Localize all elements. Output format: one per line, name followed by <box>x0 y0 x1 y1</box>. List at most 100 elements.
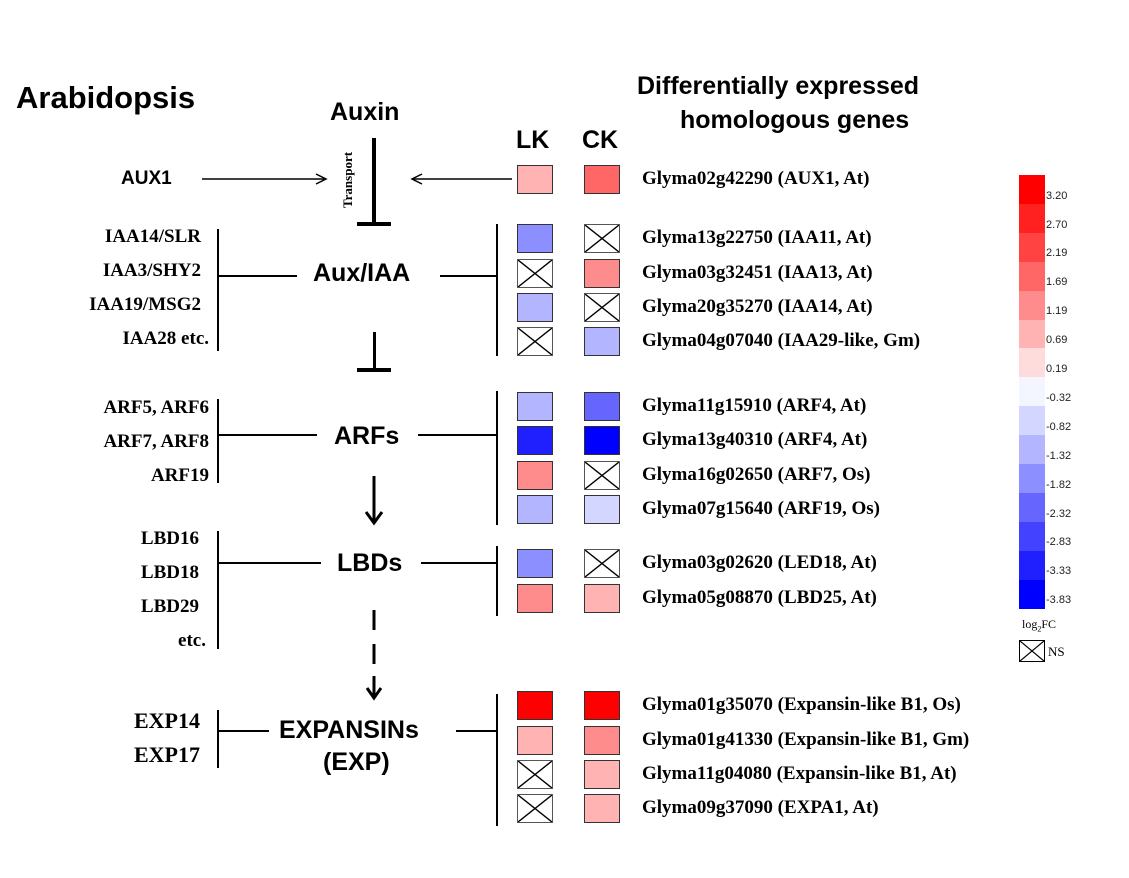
gene-label: Glyma04g07040 (IAA29-like, Gm) <box>642 330 921 351</box>
gene-label: Glyma03g32451 (IAA13, At) <box>642 262 873 283</box>
legend-swatch <box>1019 579 1045 610</box>
heatmap-cell-ck <box>584 691 620 720</box>
gene-label: Glyma13g22750 (IAA11, At) <box>642 227 872 248</box>
auxiaa-right-connector <box>440 275 498 277</box>
legend-ns-swatch <box>1019 640 1045 662</box>
auxiaa-inhibit-stem <box>373 332 376 370</box>
ns-cross-icon <box>518 328 552 355</box>
auxiaa-member: IAA28 etc. <box>122 328 209 349</box>
transport-bar <box>372 138 376 224</box>
legend-tick-label: -2.83 <box>1046 536 1072 549</box>
heatmap-cell-lk <box>517 259 553 288</box>
legend-tick-label: 0.19 <box>1046 363 1068 376</box>
gene-label: Glyma16g02650 (ARF7, Os) <box>642 464 871 485</box>
gene-label: Glyma13g40310 (ARF4, At) <box>642 429 868 450</box>
lbds-member: LBD18 <box>140 562 199 583</box>
lbds-label: LBDs <box>337 549 403 577</box>
gene-label: Glyma05g08870 (LBD25, At) <box>642 587 877 608</box>
arfs-to-lbds-arrow <box>364 476 384 526</box>
gene-label: Glyma20g35270 (IAA14, At) <box>642 296 873 317</box>
legend-tick-label: 2.19 <box>1046 247 1068 260</box>
ns-cross-icon <box>518 761 552 788</box>
legend-swatch <box>1019 290 1045 321</box>
heatmap-cell-lk <box>517 392 553 421</box>
heatmap-cell-ck <box>584 426 620 455</box>
aux1-arrow-right <box>202 173 328 185</box>
lbds-left-connector <box>217 562 321 564</box>
expansins-member: EXP17 <box>134 742 200 767</box>
expansins-right-bracket <box>496 694 498 826</box>
legend-swatch <box>1019 377 1045 407</box>
legend-tick-label: -0.32 <box>1046 391 1072 404</box>
diagram-title: Arabidopsis <box>16 80 196 115</box>
legend-swatch <box>1019 464 1045 494</box>
legend-tick-label: 1.19 <box>1046 305 1068 318</box>
arfs-left-bracket <box>217 399 219 483</box>
heatmap-cell-ck <box>584 495 620 524</box>
auxiaa-right-bracket <box>496 224 498 356</box>
ns-cross-icon <box>518 260 552 287</box>
lbds-member: LBD29 <box>140 596 199 617</box>
expansins-member: EXP14 <box>134 708 200 733</box>
auxiaa-inhibit-bar <box>357 368 391 372</box>
legend-swatch <box>1019 175 1045 205</box>
legend-ns-label: NS <box>1048 644 1065 659</box>
genes-header-line2: homologous genes <box>680 106 910 134</box>
legend-tick-label: 2.70 <box>1046 218 1068 231</box>
gene-label: Glyma02g42290 (AUX1, At) <box>642 168 870 189</box>
expansins-left-connector <box>217 730 269 732</box>
arfs-label: ARFs <box>334 422 400 450</box>
gene-arrow-left <box>410 173 512 185</box>
heatmap-cell-ck <box>584 165 620 194</box>
legend-swatch <box>1019 521 1045 552</box>
legend-swatch <box>1019 203 1045 234</box>
auxiaa-left-bracket <box>217 229 219 351</box>
legend-swatch <box>1019 261 1045 292</box>
legend-swatch <box>1019 492 1045 523</box>
ns-cross-icon <box>1020 641 1044 661</box>
lbds-member: LBD16 <box>140 528 199 549</box>
heatmap-cell-ck <box>584 760 620 789</box>
legend-tick-label: -3.33 <box>1046 565 1072 578</box>
legend-swatch <box>1019 550 1045 581</box>
lbds-right-connector <box>421 562 498 564</box>
legend-title: log2FC <box>1022 617 1057 634</box>
legend-tick-label: -0.82 <box>1046 420 1072 433</box>
legend-swatch <box>1019 406 1045 436</box>
heatmap-cell-lk <box>517 426 553 455</box>
gene-label: Glyma07g15640 (ARF19, Os) <box>642 498 881 519</box>
heatmap-cell-lk <box>517 584 553 613</box>
arfs-member: ARF19 <box>150 465 209 486</box>
legend-tick-label: 1.69 <box>1046 276 1068 289</box>
heatmap-cell-lk <box>517 327 553 356</box>
lbds-left-bracket <box>217 531 219 649</box>
heatmap-cell-ck <box>584 726 620 755</box>
heatmap-cell-ck <box>584 584 620 613</box>
heatmap-cell-ck <box>584 327 620 356</box>
heatmap-cell-lk <box>517 461 553 490</box>
expansins-label: EXPANSINs <box>279 716 419 744</box>
heatmap-cell-ck <box>584 549 620 578</box>
arfs-right-bracket <box>496 391 498 525</box>
ns-cross-icon <box>518 795 552 822</box>
arfs-member: ARF7, ARF8 <box>103 431 209 452</box>
expansins-right-connector <box>456 730 498 732</box>
heatmap-cell-lk <box>517 760 553 789</box>
lbds-member: etc. <box>178 630 206 651</box>
gene-label: Glyma11g15910 (ARF4, At) <box>642 395 867 416</box>
legend-tick-label: -2.32 <box>1046 507 1072 520</box>
auxiaa-label: Aux/IAA <box>313 259 411 287</box>
expansins-abbrev-label: (EXP) <box>323 748 390 776</box>
arfs-member: ARF5, ARF6 <box>103 397 209 418</box>
heatmap-cell-lk <box>517 549 553 578</box>
arfs-right-connector <box>418 434 498 436</box>
auxiaa-left-connector <box>217 275 297 277</box>
heatmap-cell-lk <box>517 224 553 253</box>
legend-swatch <box>1019 319 1045 349</box>
gene-label: Glyma01g35070 (Expansin-like B1, Os) <box>642 694 961 715</box>
transport-label: Transport <box>340 151 356 209</box>
legend-tick-label: -1.32 <box>1046 449 1072 462</box>
column-header-ck: CK <box>582 126 619 154</box>
heatmap-cell-ck <box>584 293 620 322</box>
genes-header-line1: Differentially expressed <box>637 72 920 100</box>
